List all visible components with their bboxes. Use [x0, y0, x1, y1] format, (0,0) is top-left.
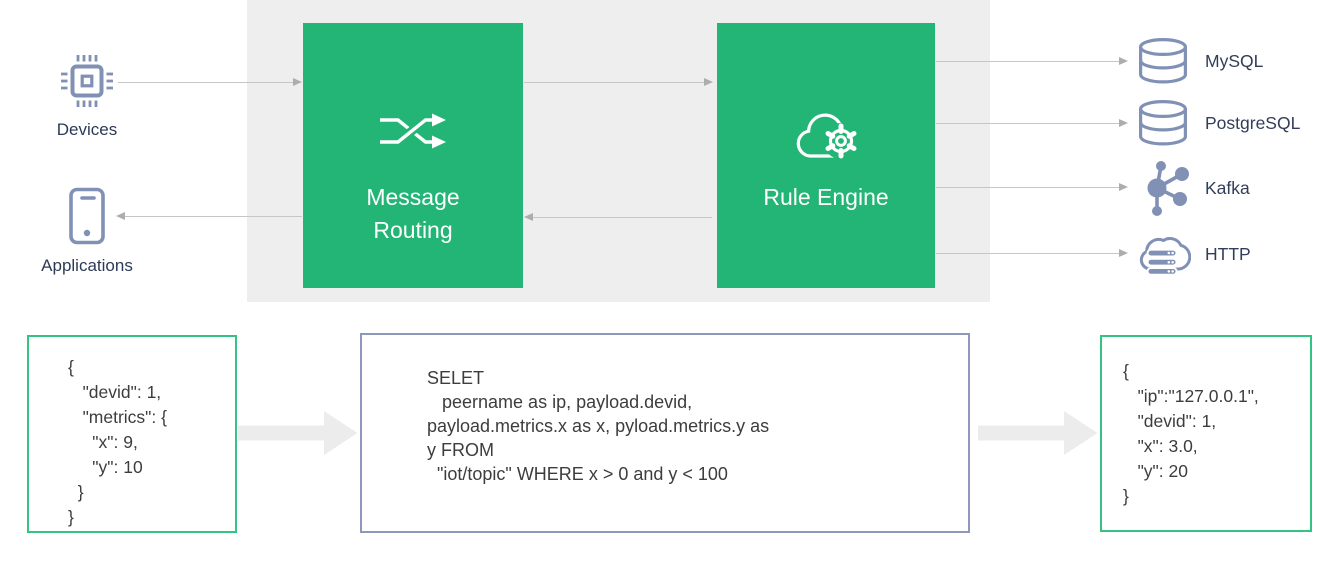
rule-engine-box: Rule Engine — [717, 23, 935, 288]
code-line: } — [68, 482, 84, 502]
code-line: "iot/topic" WHERE x > 0 and y < 100 — [427, 464, 728, 484]
source-applications: Applications — [30, 187, 144, 276]
cloud-gear-icon — [789, 103, 863, 168]
code-line: "devid": 1, — [1123, 411, 1217, 431]
sink-postgresql: PostgreSQL — [1135, 99, 1301, 147]
message-routing-label: Message Routing — [366, 184, 460, 243]
rule-engine-label: Rule Engine — [763, 184, 889, 210]
arrow-devices-to-message-routing — [118, 77, 302, 86]
sink-mysql: MySQL — [1135, 37, 1264, 85]
message-routing-box: Message Routing — [303, 23, 523, 288]
source-applications-label: Applications — [41, 256, 133, 275]
code-line: "y": 20 — [1123, 461, 1188, 481]
sink-kafka-label: Kafka — [1205, 177, 1250, 198]
code-line: { — [68, 357, 74, 377]
sink-http: HTTP — [1135, 229, 1251, 279]
arrow-rule-engine-to-mysql — [936, 56, 1128, 65]
code-line: "metrics": { — [68, 407, 167, 427]
arrow-message-routing-to-rule-engine — [524, 77, 713, 86]
sql-rule-box: SELET peername as ip, payload.devid, pay… — [360, 333, 970, 533]
source-devices: Devices — [52, 53, 122, 140]
code-line: { — [1123, 361, 1129, 381]
sink-kafka: Kafka — [1135, 160, 1250, 216]
sink-http-label: HTTP — [1205, 243, 1251, 264]
sink-postgresql-label: PostgreSQL — [1205, 112, 1301, 133]
arrow-rule-engine-to-http — [936, 248, 1128, 257]
arrow-rule-engine-to-kafka — [936, 182, 1128, 191]
smartphone-icon — [68, 187, 106, 249]
code-line: "devid": 1, — [68, 382, 162, 402]
code-line: "y": 10 — [68, 457, 143, 477]
code-line: } — [1123, 486, 1129, 506]
code-line: "ip":"127.0.0.1", — [1123, 386, 1259, 406]
code-line: payload.metrics.x as x, pyload.metrics.y… — [427, 416, 770, 436]
input-json-box: { "devid": 1, "metrics": { "x": 9, "y": … — [27, 335, 237, 533]
code-line: peername as ip, payload.devid, — [427, 392, 693, 412]
code-line: "x": 3.0, — [1123, 436, 1198, 456]
database-icon — [1135, 99, 1191, 147]
arrow-message-routing-to-applications — [116, 211, 302, 220]
cloud-server-icon — [1135, 228, 1191, 280]
arrow-rule-engine-to-postgresql — [936, 118, 1128, 127]
code-line: "x": 9, — [68, 432, 138, 452]
database-icon — [1135, 37, 1191, 85]
chip-icon — [59, 55, 115, 113]
shuffle-icon — [377, 111, 449, 156]
source-devices-label: Devices — [56, 120, 118, 139]
code-line: SELET — [427, 368, 485, 388]
node-graph-icon — [1135, 159, 1191, 217]
arrow-rule-engine-to-message-routing — [524, 212, 712, 221]
code-line: } — [68, 507, 74, 527]
output-json-box: { "ip":"127.0.0.1", "devid": 1, "x": 3.0… — [1100, 335, 1312, 532]
sink-mysql-label: MySQL — [1205, 50, 1264, 71]
thick-arrow-input-to-sql — [238, 410, 358, 461]
thick-arrow-sql-to-output — [978, 410, 1098, 461]
code-line: y FROM — [427, 440, 494, 460]
